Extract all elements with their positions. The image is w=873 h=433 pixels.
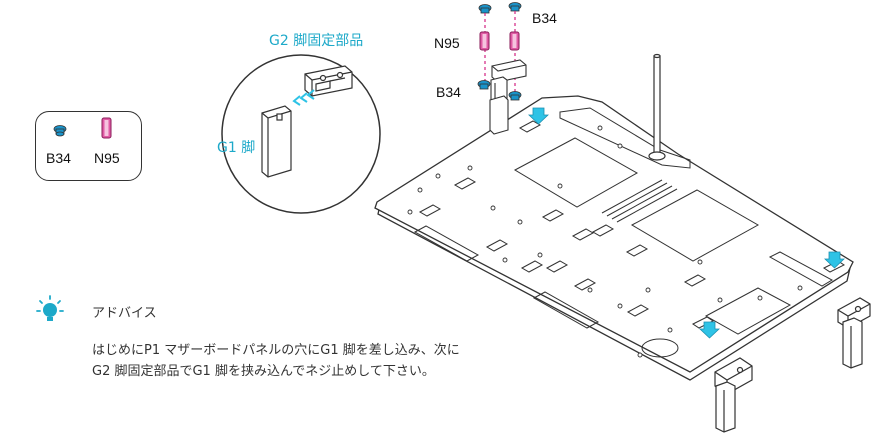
lightbulb-icon [36,295,64,321]
detail-zoom-circle [221,54,381,214]
g1-leg-label: G1 脚 [217,140,256,156]
advice-line-2: G2 脚固定部品でG1 脚を挟み込んでネジ止めして下さい。 [92,364,435,379]
panel-tabs [418,120,707,317]
legend-screw-icon [53,125,67,137]
panel-holes [407,125,803,358]
legend-standoff-icon [101,117,112,139]
b34-mid-label: B34 [436,84,461,100]
screw-top-left-icon [478,4,492,14]
advice-title: アドバイス [92,306,157,321]
motherboard-panel [374,95,854,381]
standoff-right-icon [509,31,520,51]
n95-label: N95 [434,35,460,51]
hardware-exploded [477,2,527,132]
leg-front-right [837,297,871,369]
leg-bracket-bottom [692,316,714,329]
parts-legend [35,111,142,181]
g1-leg-detail [261,105,292,178]
advice-line-1: はじめにP1 マザーボードパネルの穴にG1 脚を差し込み、次に [92,343,460,358]
leg-rear-left [489,95,509,135]
panel-cutouts [413,107,834,358]
support-rod [648,53,666,161]
b34-top-label: B34 [532,10,557,26]
screw-bottom-left-icon [477,80,491,90]
legend-n95-label: N95 [94,150,120,166]
g2-bracket-detail [304,65,353,97]
screw-bottom-right-icon [508,91,522,101]
leg-front-center [714,357,753,433]
legend-b34-label: B34 [46,150,71,166]
screw-top-right-icon [508,2,522,12]
insert-arrow-icon [527,107,846,339]
standoff-left-icon [479,31,490,51]
insert-arrow-detail [292,89,315,106]
g2-part-label: G2 脚固定部品 [269,33,364,49]
